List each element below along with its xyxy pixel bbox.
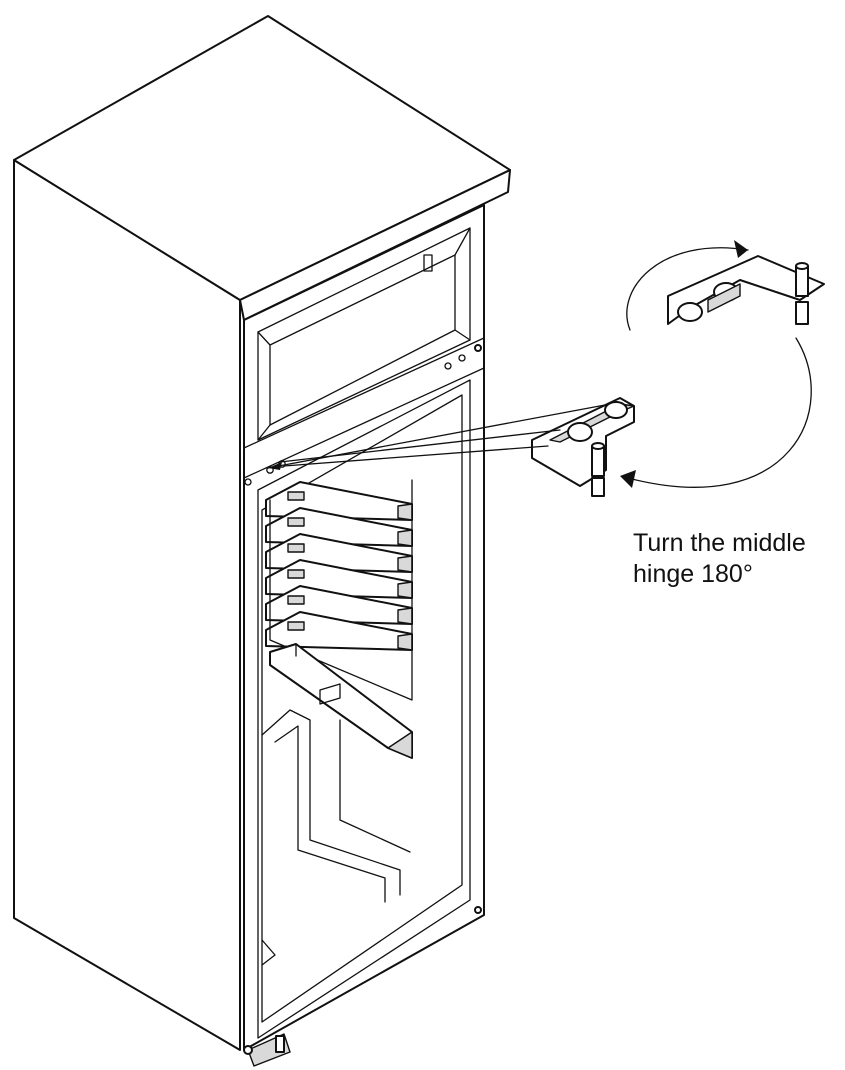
door-shelf-tab bbox=[287, 621, 305, 631]
hinge-leader-lines bbox=[267, 404, 606, 470]
door-shelf-lip bbox=[397, 607, 413, 625]
hinge-instruction-caption: Turn the middle hinge 180° bbox=[633, 528, 806, 590]
bottom-hinge bbox=[243, 1033, 291, 1067]
caption-line-2: hinge 180° bbox=[633, 560, 753, 588]
door-shelf-tab bbox=[287, 491, 305, 501]
middle-divider bbox=[243, 337, 485, 479]
cabinet-left-side bbox=[13, 159, 241, 1051]
door-shelf-tab bbox=[287, 569, 305, 579]
cabinet-top-lip bbox=[239, 169, 511, 321]
door-shelf-lip bbox=[397, 529, 413, 547]
middle-hinge-part bbox=[531, 397, 635, 497]
door-shelf-lip bbox=[397, 633, 413, 651]
rotation-arrow-bottom bbox=[627, 337, 812, 488]
rotation-arrows bbox=[620, 240, 812, 488]
door-shelf-lip bbox=[397, 555, 413, 573]
door-shelf-lip bbox=[397, 581, 413, 599]
door-shelf-lip bbox=[397, 503, 413, 521]
caption-line-1: Turn the middle bbox=[633, 529, 806, 557]
door-shelf-tab bbox=[287, 595, 305, 605]
hinge-mount-hole bbox=[266, 466, 274, 474]
rotation-arrow-top bbox=[626, 247, 749, 331]
refrigerator-cabinet bbox=[13, 15, 511, 1067]
fridge-inner-back bbox=[261, 394, 463, 1023]
door-shelf-tab bbox=[287, 543, 305, 553]
door-shelf-tab bbox=[287, 517, 305, 527]
support-bracket bbox=[269, 643, 413, 759]
middle-hinge-rotated-part bbox=[667, 255, 825, 325]
door-shelves bbox=[265, 479, 413, 701]
shelf-side-rail bbox=[269, 479, 413, 701]
fridge-inner-detail bbox=[261, 709, 411, 966]
fridge-opening bbox=[257, 379, 471, 1039]
